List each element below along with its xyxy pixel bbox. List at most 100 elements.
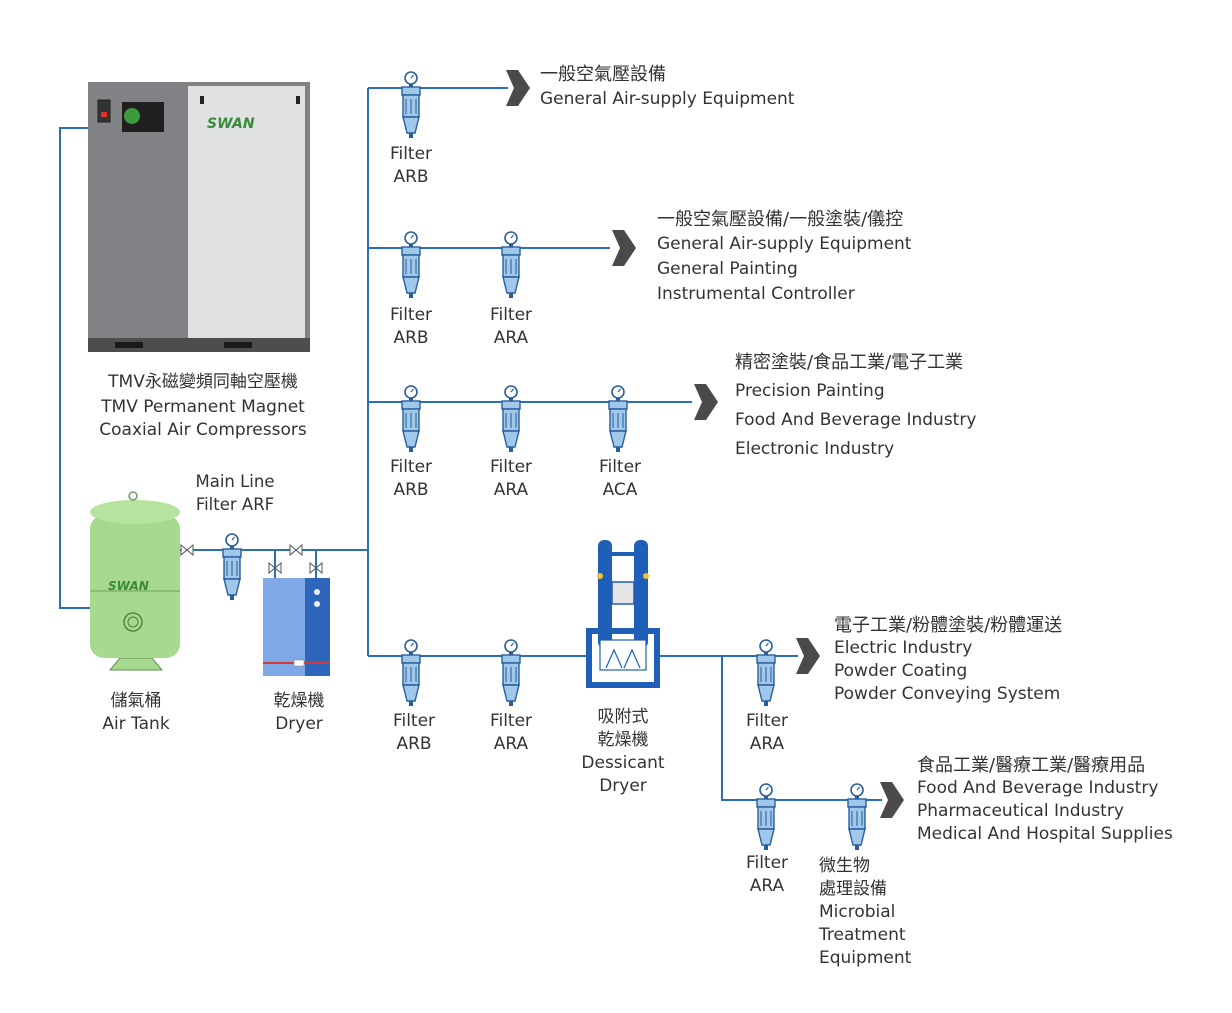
- filter-label: Filter ARA: [471, 304, 551, 350]
- filter-label: Filter ARB: [374, 710, 454, 756]
- filter-label-word: Filter: [745, 711, 789, 731]
- filter-label-code: ARA: [493, 480, 529, 500]
- dessicant-label-zh-1: 吸附式: [597, 707, 649, 727]
- filter-label: Filter ARA: [471, 710, 551, 756]
- destination-en: Medical And Hospital Supplies: [917, 824, 1173, 844]
- filter-icon: [501, 231, 521, 299]
- main-filter-label-1: Main Line: [195, 472, 275, 491]
- destination-zh: 電子工業/粉體塗裝/粉體運送: [834, 615, 1063, 636]
- destination-en: Electric Industry: [834, 638, 973, 658]
- main-filter-label-2: Filter ARF: [195, 495, 275, 514]
- filter-label-code: ARB: [393, 480, 429, 500]
- filter-label-code: ARB: [393, 167, 429, 187]
- output-arrow-icon: [796, 638, 820, 674]
- dryer-label-zh: 乾燥機: [273, 691, 325, 711]
- filter-icon: [501, 385, 521, 453]
- compressor: SWAN: [88, 82, 310, 352]
- filter-label-code: ARA: [493, 328, 529, 348]
- destination-en: Precision Painting: [735, 381, 885, 401]
- destination-zh: 精密塗裝/食品工業/電子工業: [735, 352, 964, 373]
- dryer-label-en: Dryer: [275, 714, 323, 734]
- destination-zh: 食品工業/醫療工業/醫療用品: [917, 755, 1146, 776]
- filter-label-word: Filter: [745, 853, 789, 873]
- dessicant-label-en-2: Dryer: [599, 776, 647, 796]
- microbial-label-en-1: Microbial: [819, 902, 896, 922]
- filter-label: Filter ARA: [727, 710, 807, 756]
- compressor-label: TMV永磁變頻同軸空壓機 TMV Permanent Magnet Coaxia…: [78, 368, 328, 442]
- main-line-filter-icon: [222, 533, 242, 601]
- destination-en: Food And Beverage Industry: [735, 410, 977, 430]
- microbial-label: 微生物 處理設備 Microbial Treatment Equipment: [819, 855, 939, 970]
- tank-label: 儲氣桶 Air Tank: [84, 690, 188, 736]
- destination-en: General Air-supply Equipment: [540, 89, 795, 109]
- output-arrow-icon: [694, 384, 718, 420]
- destination-label: 一般空氣壓設備/一般塗裝/儀控 General Air-supply Equip…: [657, 207, 987, 307]
- destination-en: Powder Conveying System: [834, 684, 1061, 704]
- filter-label-word: Filter: [489, 305, 533, 325]
- filter-label-word: Filter: [389, 305, 433, 325]
- valve-icon[interactable]: [289, 544, 303, 556]
- destination-en: General Air-supply Equipment: [657, 234, 912, 254]
- compressor-label-en-2: Coaxial Air Compressors: [99, 420, 307, 440]
- filter-label-word: Filter: [389, 457, 433, 477]
- filter-icon: [401, 385, 421, 453]
- destination-label: 電子工業/粉體塗裝/粉體運送 Electric Industry Powder …: [834, 614, 1134, 706]
- destination-label: 食品工業/醫療工業/醫療用品 Food And Beverage Industr…: [917, 754, 1217, 846]
- pipe-compressor-to-tank: [59, 127, 90, 609]
- destination-en: Instrumental Controller: [657, 284, 855, 304]
- filter-icon: [756, 639, 776, 707]
- pipe-branch-6: [721, 656, 882, 801]
- compressor-label-zh: TMV永磁變頻同軸空壓機: [108, 372, 298, 392]
- destination-zh: 一般空氣壓設備/一般塗裝/儀控: [657, 209, 904, 230]
- filter-label: Filter ARA: [471, 456, 551, 502]
- refrigerated-dryer: [263, 578, 330, 676]
- compressor-brand-logo: SWAN: [207, 116, 255, 132]
- valve-icon[interactable]: [180, 544, 194, 556]
- filter-label-code: ARA: [749, 876, 785, 896]
- dessicant-label-zh-2: 乾燥機: [597, 730, 649, 750]
- filter-label-word: Filter: [389, 144, 433, 164]
- microbial-label-en-3: Equipment: [819, 948, 912, 968]
- filter-label: Filter ARB: [371, 304, 451, 350]
- filter-label: Filter ARA: [727, 852, 807, 898]
- dessicant-dryer: [586, 540, 660, 688]
- filter-label-code: ARB: [393, 328, 429, 348]
- dessicant-dryer-label: 吸附式 乾燥機 Dessicant Dryer: [568, 706, 678, 798]
- filter-icon: [608, 385, 628, 453]
- destination-zh: 一般空氣壓設備: [540, 64, 666, 85]
- microbial-label-en-2: Treatment: [819, 925, 906, 945]
- output-arrow-icon: [506, 70, 530, 106]
- output-arrow-icon: [880, 782, 904, 818]
- main-filter-label: Main Line Filter ARF: [176, 470, 294, 516]
- output-arrow-icon: [612, 230, 636, 266]
- microbial-label-zh-1: 微生物: [819, 856, 870, 876]
- filter-label-word: Filter: [598, 457, 642, 477]
- filter-label-word: Filter: [392, 711, 436, 731]
- filter-label-code: ACA: [602, 480, 638, 500]
- dryer-label: 乾燥機 Dryer: [250, 690, 348, 736]
- destination-en: Food And Beverage Industry: [917, 778, 1159, 798]
- filter-label-code: ARA: [749, 734, 785, 754]
- destination-label: 精密塗裝/食品工業/電子工業 Precision Painting Food A…: [735, 348, 1065, 464]
- filter-label: Filter ARB: [371, 456, 451, 502]
- dessicant-label-en-1: Dessicant: [581, 753, 665, 773]
- destination-label: 一般空氣壓設備 General Air-supply Equipment: [540, 62, 840, 112]
- microbial-unit-icon: [847, 783, 867, 851]
- filter-icon: [401, 639, 421, 707]
- filter-label: Filter ARB: [371, 143, 451, 189]
- destination-en: Pharmaceutical Industry: [917, 801, 1124, 821]
- filter-label-code: ARB: [396, 734, 432, 754]
- tank-label-en: Air Tank: [102, 714, 170, 734]
- microbial-label-zh-2: 處理設備: [819, 879, 887, 899]
- destination-en: Powder Coating: [834, 661, 968, 681]
- tank-label-zh: 儲氣桶: [110, 691, 162, 711]
- destination-en: General Painting: [657, 259, 798, 279]
- air-tank: SWAN: [90, 491, 180, 671]
- filter-icon: [401, 231, 421, 299]
- filter-label-code: ARA: [493, 734, 529, 754]
- tank-brand-logo: SWAN: [108, 579, 149, 593]
- filter-icon: [756, 783, 776, 851]
- filter-label-word: Filter: [489, 711, 533, 731]
- filter-label: Filter ACA: [580, 456, 660, 502]
